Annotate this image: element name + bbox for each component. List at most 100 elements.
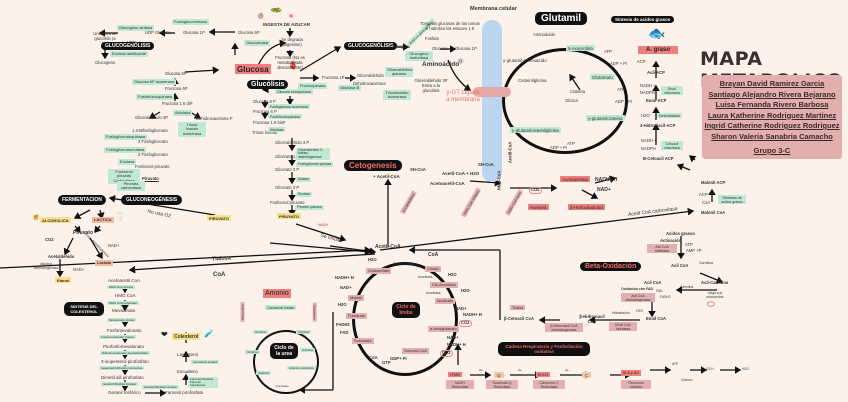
atp-beta: ATP [685, 242, 693, 247]
isocitrato: Isocitrato [435, 297, 456, 304]
adp-g3: ADP + Pi [550, 145, 568, 150]
fructosa-6p: Fructosa 6P [165, 86, 188, 91]
glucocinasa-enzyme: Glucocinasa [244, 39, 271, 46]
cisteina: Cisteina [570, 89, 586, 94]
fermentacion-header: FERMENTACION [58, 195, 106, 205]
author-name: Sharon Valeria Sanabria Camacho [711, 131, 833, 141]
fosfato-label: Fosfato [425, 36, 439, 41]
citrulina-2: Citrulina [300, 347, 316, 353]
llega-mitocondria: Llega a la mitocondria [706, 291, 724, 299]
enolasa-gly: Enolasa [296, 191, 312, 197]
piruvato-ferm: Piruvato [73, 230, 94, 236]
malato: Malato [348, 294, 365, 301]
farnesil-pirofosfato: Farnesil pirofosfato [165, 390, 204, 395]
arginino-succinato: Arginino succinato [287, 365, 316, 371]
fructosa-6p-gly: Fructosa 6 P [253, 109, 277, 114]
fructosa-16-dip: Fructosa 1.6 diP [162, 101, 193, 106]
fosfogliceratoquinasa: Fosfogliceratoquinasa [104, 133, 148, 140]
glucolisis-header: Glucólisis [247, 80, 289, 89]
citrato: Citrato [425, 265, 441, 272]
gliceraldehido-3p-gly: Gliceraldehido 3 P [275, 140, 310, 145]
succinil-coa: Succinil-CoA [402, 347, 429, 354]
fosfofructoquinasa: Fosfofructoquinasa [136, 93, 175, 100]
nadph-fa: NADPH [640, 90, 655, 95]
coa-fa: CoA [702, 200, 711, 205]
enolasa: Enolasa [118, 158, 137, 165]
glucogeno-label: Glucogeno [95, 60, 116, 65]
co2-ferm: CO2 [45, 237, 54, 242]
cell-membrane [482, 20, 502, 182]
citoplasma-label: Citoplasma [312, 302, 318, 322]
malonil-acp: Malonil ACP [701, 180, 726, 185]
oxalacetato: Oxalacetato [366, 267, 392, 274]
farnesil-transferasa: Farnesil Difosfato Farnesil transferasa [188, 377, 218, 389]
udp-glucosa-label: UDP Glucosa [145, 30, 171, 35]
glucogeno-fosforilasa: Glucogeno fosforilasa [405, 51, 433, 62]
fadh2-beta: FADH2 [660, 295, 671, 299]
acetil-coa-keto: + Acetil-CoA [373, 174, 400, 179]
glicina: Glicina [565, 98, 578, 103]
cetoglutarato: α-cetoglutarato [428, 325, 459, 332]
fosfoglucosa-isomerasa: Fosfoglucosa isomerasa [268, 104, 310, 110]
citrato-sintetasa: Citrato sintetasa [393, 262, 417, 266]
glucogeno-sintasa-enzyme: Glucogeno sintasa [117, 24, 155, 31]
h2o-fa: H2O [641, 113, 650, 118]
succinato-q-reductasa: Succinato Q Reductasa [486, 380, 518, 390]
cadena-header: Cadena Respiratoria y Fosforilación oxid… [498, 342, 590, 356]
hidroxibutirato: β-Hidroxibutirato [568, 204, 606, 211]
atp-etc: ATP [672, 362, 679, 366]
enoil-reductasa: Enoil reductasa [661, 86, 683, 96]
nad-ferm-2: NAD+ [108, 243, 120, 248]
krebs-cycle-ring [352, 262, 458, 376]
chol-enzyme-3: Fosfomevalonato cinasa [99, 334, 136, 340]
enoil-coa: Enoil CoA [646, 316, 667, 321]
acil-coa-beta-2: Acil CoA [644, 280, 662, 285]
iii-complex: III b-Cl [536, 372, 551, 378]
atp-g2: ATP [617, 87, 625, 92]
enzima-ramificante-enzyme: Enzima ramificante [110, 50, 149, 57]
tiolasa: Tiolasa [510, 305, 526, 311]
beer-icon: 🍺 [31, 212, 41, 221]
gtp: GTP [382, 360, 391, 365]
atp-g3: ATP [567, 141, 575, 146]
authors-box: Brayan David Ramirez Garcia Santiago Ale… [702, 75, 842, 159]
hidroxiacil-coa: β-Hidroxiacil CoA [579, 314, 605, 324]
acetona: Acetona [528, 204, 549, 211]
mutasa: Mutasa [296, 176, 311, 182]
acetoacetil-coa: Acetoacetil-CoA [430, 181, 465, 186]
chol-step-2: Mevalonato [112, 308, 136, 313]
nad-krebs-1: NAD+ [455, 306, 467, 311]
gliceraldehido-3p-f: Gliceraldehido 3P Entra a la glucolisis [414, 78, 448, 93]
glucosa-6p-isomerasa: Glucosa 6P isomerasa [132, 78, 177, 85]
udp-label: UDP [127, 40, 136, 45]
malonil-coa: Malonil CoA [701, 210, 726, 215]
lanosterol-sintasa: Lanosterol sintasa [191, 359, 220, 365]
fish-icon: 🐟 [648, 25, 666, 41]
author-name: Ingrid Catherine Rodriguez Rodriguez [704, 121, 840, 130]
acil-coa-deshidrogenasa: Acil CoA deshidrogenasa [621, 293, 655, 303]
nadh-krebs-2: NADH+ H [447, 342, 466, 347]
fructoquinasa: Fructoquinasa [298, 82, 328, 89]
amonio-label: Amonio [263, 289, 291, 299]
triosa-fosfato-isomerasa: Triosa fosfato isomerasa [178, 122, 206, 137]
glutamilcisteinilglicina: y-glutamilcisteinilglicina [510, 127, 561, 134]
piruvato-carboxilasa: Piruvato carboxilasa [117, 181, 145, 192]
hidroxiacil-acp: 3-Hidroxiacil-ACP [640, 123, 676, 128]
chol-enzyme-6: Geranil Difosfato sintasa [101, 381, 138, 387]
tialosa-label: Tialosa [211, 255, 231, 263]
fructosa-label: Fructosa (No es metabolizada directament… [275, 55, 305, 70]
ornitina-2: Ornitina [245, 349, 260, 355]
author-name: Santiago Alejandro Rivera Bejarano [708, 89, 836, 99]
h2o-etc: H2O [742, 367, 749, 371]
fosfoenol-piruvato-gly: Fosfoenol piruvato [270, 200, 305, 205]
citocromo-oxidasa: Citocromo oxidasa [621, 380, 651, 390]
cetoacil-reductasa: Cetoacil reductasa [661, 141, 683, 151]
glutamil-cycle-ring [502, 48, 628, 154]
aldolasa-gly: Aldolasa [268, 127, 286, 133]
arginina: Arginina [256, 370, 272, 376]
mitocondria-label: Mitocondria [240, 302, 245, 322]
chol-enzyme-0: HMG-CoA sintasa [107, 284, 136, 290]
hidroxiacil-deshidrogenasa: β-Hidroxiacil CoA deshidrogenasa [545, 323, 583, 333]
glucosa-6p-gly: Glucosa 6 P [253, 99, 276, 104]
nadh-label: NADH [318, 223, 328, 227]
